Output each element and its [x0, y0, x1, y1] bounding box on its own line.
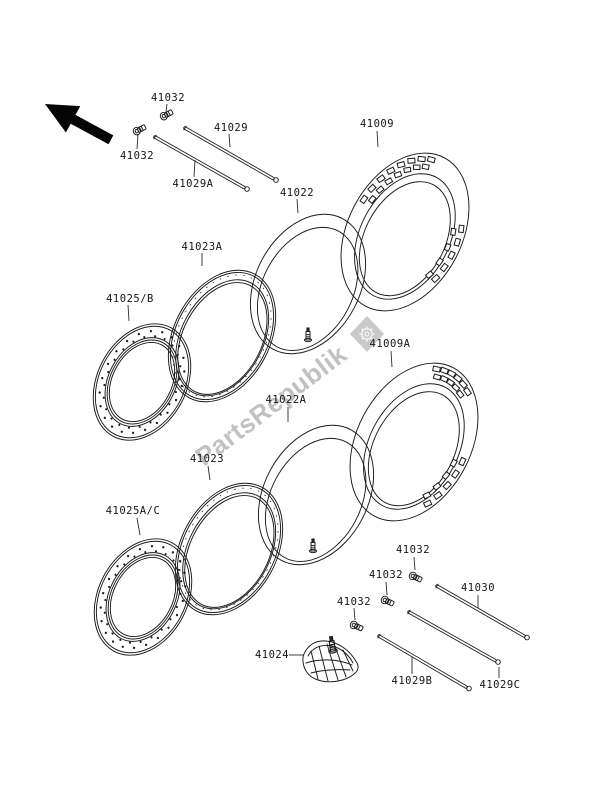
part-label-41022a: 41022A: [266, 394, 307, 406]
spoke-rod-41030: [435, 583, 530, 641]
part-41024-flap: [302, 634, 359, 683]
spoke-holes: [103, 550, 183, 644]
tread-knobs: [422, 456, 467, 508]
valve-stem-icon: [303, 327, 313, 343]
nipple-bolt-icon: [131, 122, 148, 137]
gear-icon: [350, 316, 384, 352]
part-label-41030: 41030: [461, 582, 495, 594]
part-labels: 41032 41029 41032 41029A 41009 41022 410…: [106, 92, 521, 691]
part-label-41025b: 41025/B: [106, 293, 154, 305]
tread-knobs: [432, 373, 465, 399]
spoke-rod-41029a: [153, 134, 250, 192]
tread-knobs: [422, 458, 458, 500]
tread-knobs: [430, 224, 465, 284]
part-label-41024: 41024: [255, 649, 289, 661]
direction-arrow-icon: [45, 104, 114, 145]
part-41023a-rim-band: [167, 269, 277, 403]
part-label-41032-top: 41032: [151, 92, 185, 104]
part-label-41032-left: 41032: [120, 150, 154, 162]
part-label-41022: 41022: [280, 187, 314, 199]
part-41025b-rim: [92, 323, 192, 441]
part-label-41023a: 41023A: [182, 241, 223, 253]
tread-knobs: [432, 365, 473, 397]
spoke-holes: [99, 544, 187, 650]
part-label-41009: 41009: [360, 118, 394, 130]
tread-knobs: [359, 155, 436, 205]
nipple-bolt-icon: [379, 594, 396, 608]
part-label-41023: 41023: [190, 453, 224, 465]
leader-lines: [127, 103, 500, 678]
spoke-holes: [102, 335, 182, 429]
spoke-rod-41029c: [407, 609, 501, 665]
part-label-41029b: 41029B: [392, 675, 433, 687]
part-41009-front-tire: [340, 152, 470, 312]
part-41025ac-rim: [93, 538, 193, 656]
spoke-rod-41029: [183, 125, 279, 183]
tread-knobs: [424, 227, 457, 280]
part-label-41032-r3: 41032: [337, 596, 371, 608]
nipple-bolt-icon: [348, 619, 365, 633]
valve-stem-icon: [308, 538, 318, 554]
part-41022-tube: [249, 213, 367, 355]
part-label-41032-r1: 41032: [396, 544, 430, 556]
nipple-bolt-icon: [407, 570, 424, 584]
part-label-41029: 41029: [214, 122, 248, 134]
part-label-41009a: 41009A: [370, 338, 411, 350]
part-label-41029a: 41029A: [173, 178, 214, 190]
spoke-rod-41029b: [377, 633, 472, 692]
tread-knobs: [367, 163, 430, 205]
spoke-holes: [98, 329, 186, 435]
part-41009a-rear-tire: [349, 362, 479, 522]
part-label-41025ac: 41025A/C: [106, 505, 161, 517]
part-label-41032-r2: 41032: [369, 569, 403, 581]
part-label-41029c: 41029C: [480, 679, 521, 691]
part-41022a-tube: [257, 424, 375, 566]
